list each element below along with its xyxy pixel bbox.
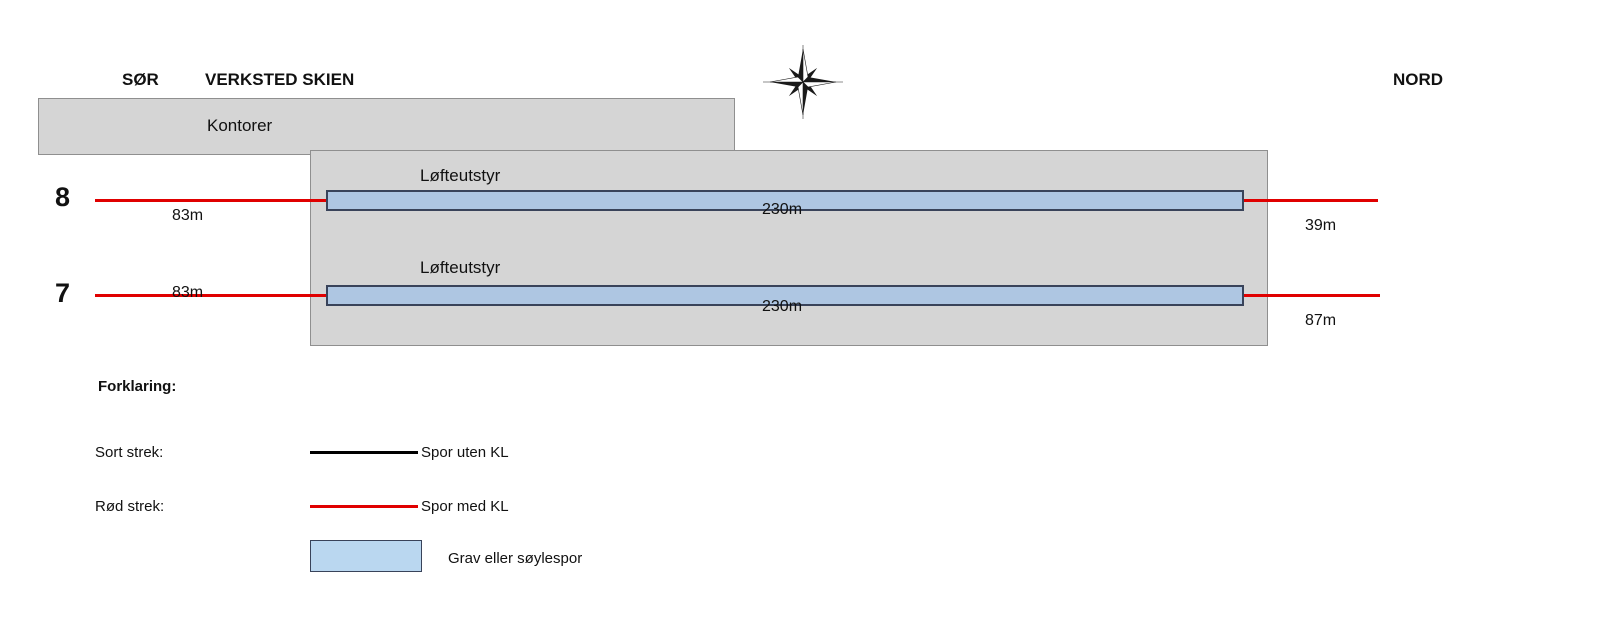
track-8-bar-length: 230m bbox=[762, 201, 803, 218]
kontorer-building bbox=[38, 98, 735, 155]
diagram-title: VERKSTED SKIEN bbox=[205, 70, 355, 89]
track-7-line-right bbox=[1244, 294, 1380, 297]
direction-label-north: NORD bbox=[1393, 70, 1444, 89]
track-8-length-right: 39m bbox=[1305, 217, 1337, 234]
kontorer-label: Kontorer bbox=[207, 116, 273, 135]
compass-rose-icon bbox=[763, 45, 843, 119]
track-7-number: 7 bbox=[55, 278, 71, 308]
direction-label-south: SØR bbox=[122, 70, 159, 89]
track-8-length-left: 83m bbox=[172, 207, 204, 224]
track-8-equipment-label: Løfteutstyr bbox=[420, 166, 501, 185]
legend-red-line-desc: Spor med KL bbox=[421, 498, 509, 515]
legend-red-line-label: Rød strek: bbox=[95, 498, 165, 515]
track-7-length-left: 83m bbox=[172, 284, 204, 301]
legend-title: Forklaring: bbox=[98, 378, 177, 395]
workshop-hall bbox=[310, 150, 1268, 346]
track-7-equipment-label: Løfteutstyr bbox=[420, 258, 501, 277]
legend-blue-box-desc: Grav eller søylespor bbox=[448, 550, 583, 567]
legend-red-line-sample bbox=[310, 505, 418, 508]
legend-black-line-desc: Spor uten KL bbox=[421, 444, 509, 461]
track-8-number: 8 bbox=[55, 182, 71, 212]
legend-blue-box-sample bbox=[310, 540, 422, 572]
legend-black-line-sample bbox=[310, 451, 418, 454]
track-7-bar-length: 230m bbox=[762, 298, 803, 315]
track-8-line-left bbox=[95, 199, 333, 202]
track-7-pit-bar bbox=[326, 285, 1244, 306]
track-7-line-left bbox=[95, 294, 333, 297]
legend-black-line-label: Sort strek: bbox=[95, 444, 164, 461]
track-7-length-right: 87m bbox=[1305, 312, 1337, 329]
track-8-pit-bar bbox=[326, 190, 1244, 211]
track-8-line-right bbox=[1244, 199, 1378, 202]
